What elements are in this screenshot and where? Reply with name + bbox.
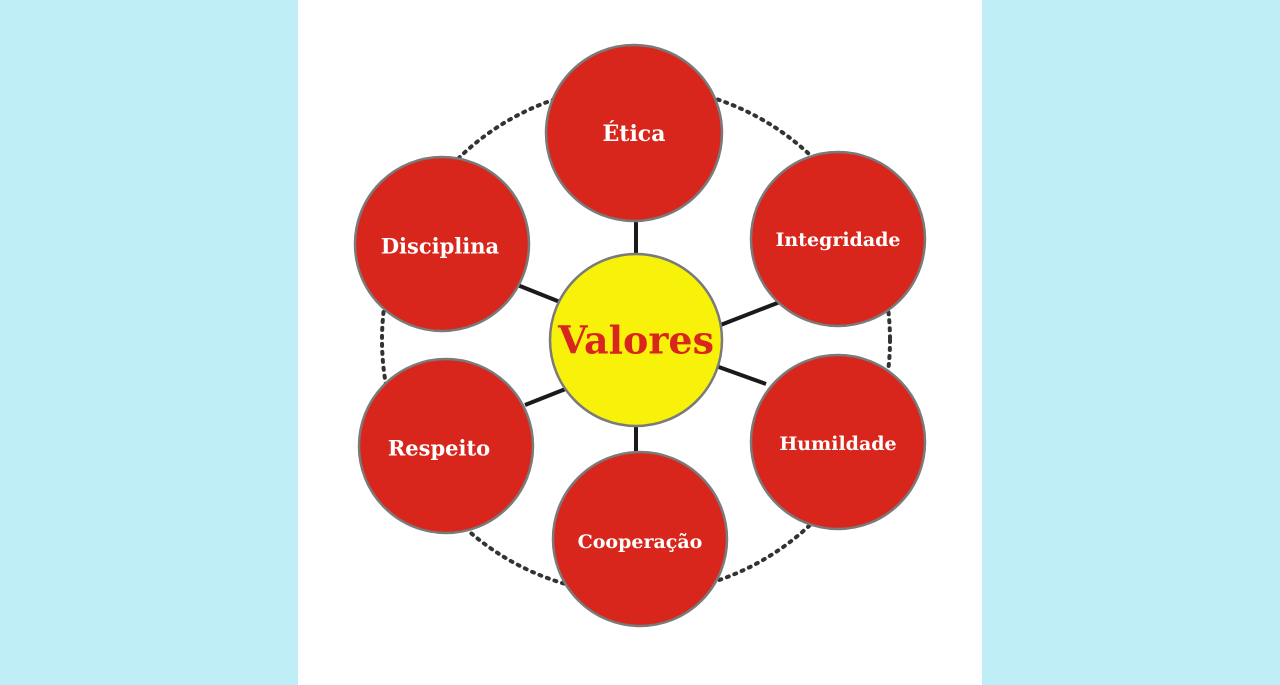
connector-humildade xyxy=(715,364,767,386)
node-etica-label: Ética xyxy=(603,120,666,147)
node-humildade-circle xyxy=(749,353,927,531)
node-integridade-circle xyxy=(749,150,927,328)
node-integridade: Integridade xyxy=(749,150,927,328)
center-circle xyxy=(548,252,724,428)
node-cooperacao-label: Cooperação xyxy=(578,531,703,553)
node-cooperacao: Cooperação xyxy=(551,450,729,628)
node-respeito: Respeito xyxy=(357,357,535,535)
center-node: Valores xyxy=(548,252,724,428)
node-respeito-circle xyxy=(357,357,535,535)
connector-integridade xyxy=(717,298,786,328)
connector-respeito xyxy=(524,386,569,407)
node-etica: Ética xyxy=(544,43,724,223)
node-humildade-label: Humildade xyxy=(779,433,896,455)
node-humildade: Humildade xyxy=(749,353,927,531)
connector-disciplina xyxy=(514,282,561,304)
node-integridade-label: Integridade xyxy=(775,229,900,251)
node-respeito-label: Respeito xyxy=(388,436,490,461)
connectors xyxy=(514,205,786,462)
node-cooperacao-circle xyxy=(551,450,729,628)
node-etica-circle xyxy=(544,43,724,223)
node-disciplina-label: Disciplina xyxy=(381,234,500,259)
center-label: Valores xyxy=(557,318,714,363)
node-disciplina-circle xyxy=(353,155,531,333)
node-disciplina: Disciplina xyxy=(353,155,531,333)
